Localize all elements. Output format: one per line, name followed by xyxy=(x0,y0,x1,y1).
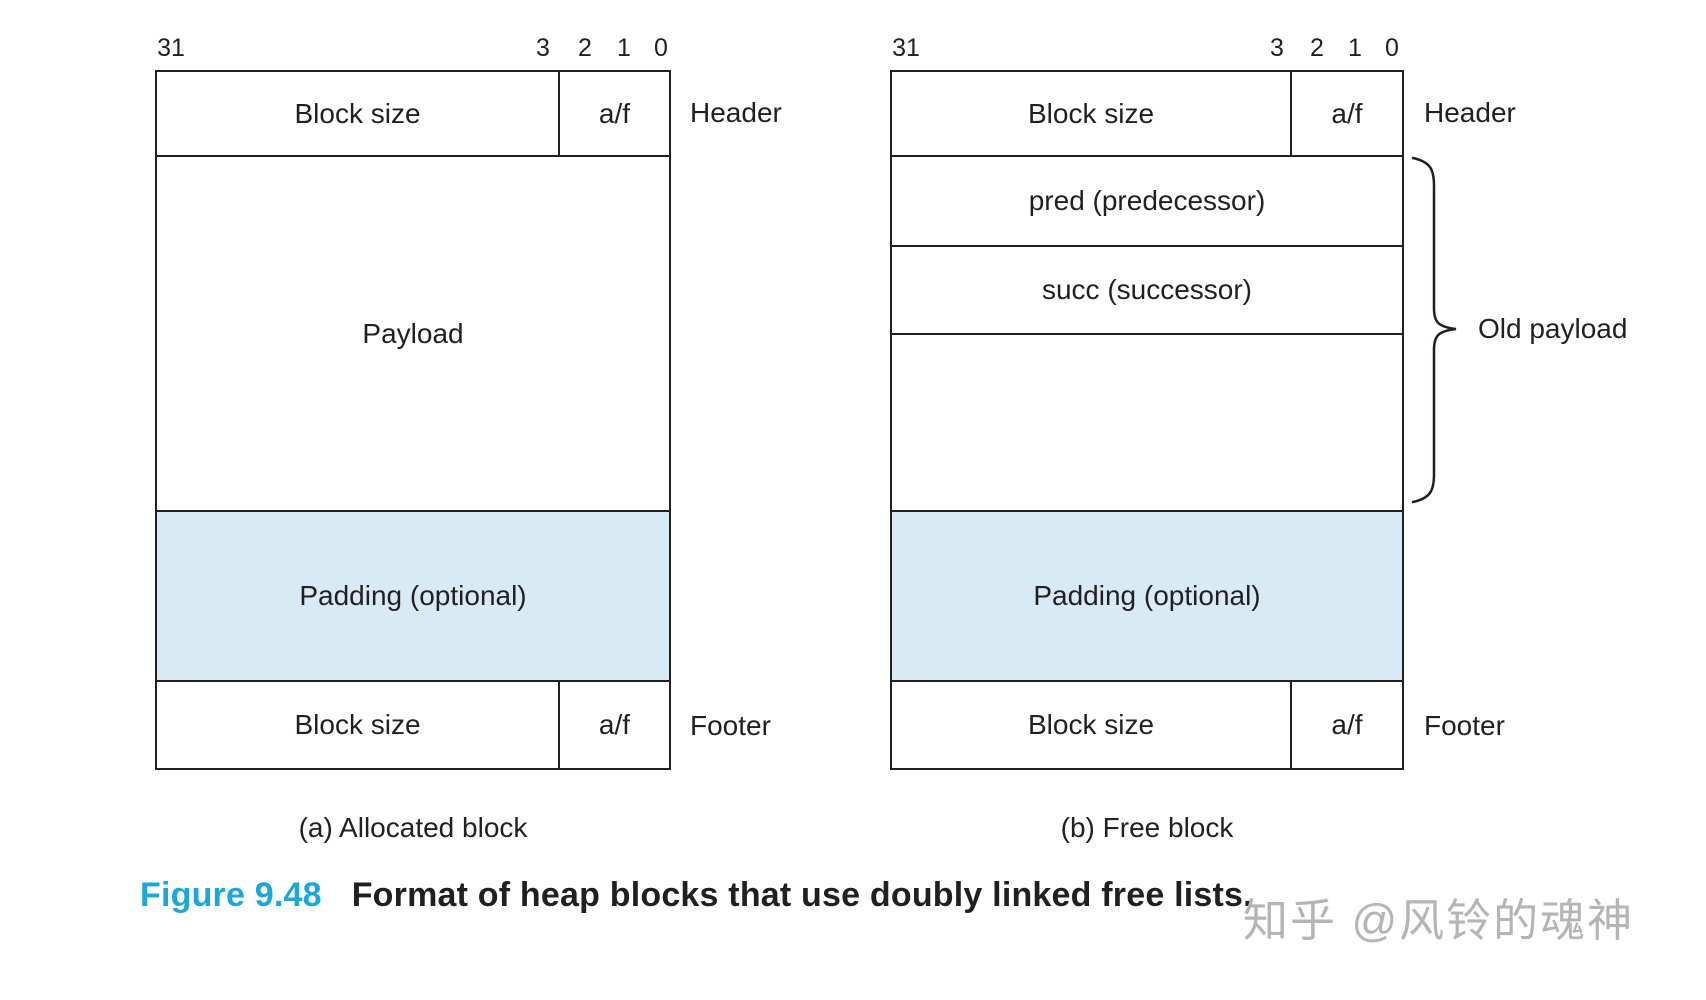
free-header-block-size-cell: Block size xyxy=(1027,97,1155,129)
free-footer-row: Block size a/f xyxy=(892,680,1402,768)
bit-label-2: 2 xyxy=(578,34,592,62)
allocated-footer-row: Block size a/f xyxy=(157,680,669,768)
bit-label-1: 1 xyxy=(1348,34,1362,62)
allocated-header-label: Header xyxy=(690,97,782,128)
allocated-padding-cell: Padding (optional) xyxy=(157,510,669,680)
free-pred-cell: pred (predecessor) xyxy=(892,155,1402,245)
allocated-footer-af-cell: a/f xyxy=(558,682,669,768)
free-footer-label: Footer xyxy=(1424,710,1505,741)
allocated-header-block-size-cell: Block size xyxy=(294,97,421,129)
figure-title: Format of heap blocks that use doubly li… xyxy=(351,876,1253,914)
free-unused-payload-cell xyxy=(892,333,1402,510)
free-footer-af-cell: a/f xyxy=(1290,682,1402,768)
bit-label-0: 0 xyxy=(1385,34,1399,62)
bit-label-31: 31 xyxy=(892,34,920,62)
allocated-payload-cell: Payload xyxy=(157,155,669,510)
bit-label-1: 1 xyxy=(617,34,631,62)
free-header-label: Header xyxy=(1424,97,1516,128)
old-payload-label: Old payload xyxy=(1478,313,1628,344)
bit-label-2: 2 xyxy=(1310,34,1324,62)
free-header-row: Block size a/f xyxy=(892,72,1402,155)
free-succ-cell: succ (successor) xyxy=(892,245,1402,333)
free-padding-cell: Padding (optional) xyxy=(892,510,1402,680)
bit-label-3: 3 xyxy=(536,34,550,62)
watermark: 知乎 @风铃的魂神 xyxy=(1243,895,1635,946)
allocated-header-row: Block size a/f xyxy=(157,72,669,155)
bit-label-3: 3 xyxy=(1270,34,1284,62)
free-header-af-cell: a/f xyxy=(1290,72,1402,155)
curly-brace-icon xyxy=(1411,156,1457,504)
bit-label-31: 31 xyxy=(157,34,185,62)
free-block: Block size a/f pred (predecessor) succ (… xyxy=(890,70,1404,770)
allocated-footer-block-size-cell: Block size xyxy=(294,709,421,740)
allocated-footer-label: Footer xyxy=(690,710,771,741)
figure-caption: Figure 9.48 Format of heap blocks that us… xyxy=(140,876,1253,915)
allocated-block-caption: (a) Allocated block xyxy=(298,812,528,843)
figure-number: Figure 9.48 xyxy=(140,876,322,914)
bit-label-0: 0 xyxy=(654,34,668,62)
allocated-header-af-cell: a/f xyxy=(558,72,669,155)
free-footer-block-size-cell: Block size xyxy=(1027,709,1155,740)
free-block-caption: (b) Free block xyxy=(1060,812,1234,843)
allocated-block: Block size a/f Payload Padding (optional… xyxy=(155,70,671,770)
